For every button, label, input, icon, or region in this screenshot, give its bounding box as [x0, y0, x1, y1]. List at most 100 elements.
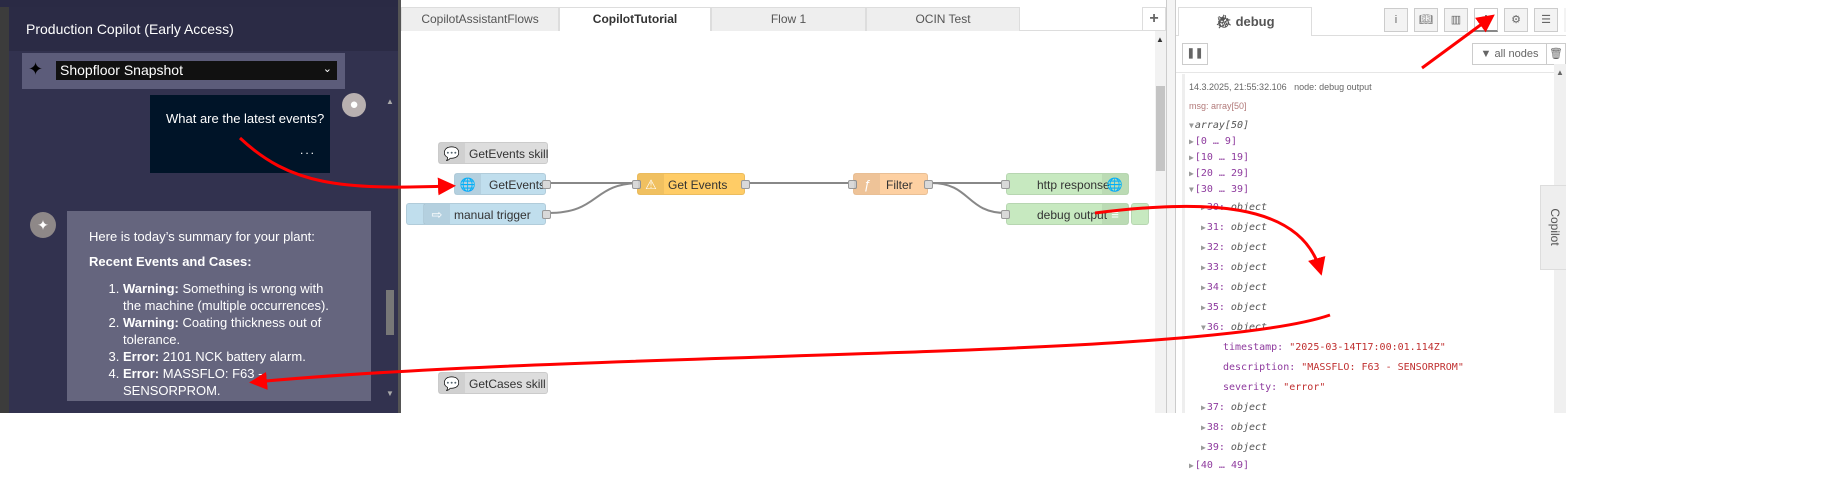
tree-object[interactable]: ▶31: object — [1201, 222, 1268, 233]
tree-key: description: — [1223, 362, 1296, 373]
settings-button[interactable]: ⚙ — [1504, 8, 1528, 32]
node-getevents-http-in[interactable]: 🌐GetEvents — [454, 173, 551, 195]
output-port[interactable] — [542, 210, 551, 219]
event-list: Warning: Something is wrong with the mac… — [89, 280, 339, 399]
tree-object[interactable]: ▶32: object — [1201, 242, 1268, 253]
list-icon: ≡ — [1102, 204, 1128, 224]
node-debug-output[interactable]: debug output≡ — [1001, 203, 1129, 225]
event-item: Warning: Something is wrong with the mac… — [123, 280, 339, 314]
debug-button[interactable]: ✱ — [1474, 8, 1498, 32]
node-http-response[interactable]: http response🌐 — [1001, 173, 1129, 195]
sidebar-resize-handle[interactable] — [1166, 0, 1176, 413]
skill-select[interactable]: Shopfloor Snapshot⌄ — [56, 61, 337, 80]
skill-select-value: Shopfloor Snapshot — [60, 62, 183, 78]
node-getevents-skill-comment[interactable]: 💬GetEvents skill — [438, 142, 548, 164]
wire — [930, 182, 1007, 214]
info-button[interactable]: i — [1384, 8, 1408, 32]
tree-group[interactable]: ▶[20 … 29] — [1189, 168, 1250, 179]
comment-icon: 💬 — [439, 373, 465, 393]
output-port[interactable] — [924, 180, 933, 189]
tree-object[interactable]: ▶34: object — [1201, 282, 1268, 293]
sparkle-icon: ✦ — [28, 59, 44, 79]
tree-value: "2025-03-14T17:00:01.114Z" — [1289, 342, 1446, 353]
tab-flow-1[interactable]: Flow 1 — [711, 7, 866, 31]
tree-value: object — [1230, 202, 1268, 213]
copilot-title: Production Copilot (Early Access) — [9, 7, 398, 51]
flow-canvas[interactable]: 💬GetEvents skill 🌐GetEvents ⇨ manual trig… — [401, 31, 1155, 413]
tree-object[interactable]: ▼36: object — [1201, 322, 1268, 333]
tree-object[interactable]: ▶37: object — [1201, 402, 1268, 413]
input-port[interactable] — [1001, 180, 1010, 189]
tree-value: object — [1230, 442, 1268, 453]
help-book-button[interactable]: 📖︎ — [1414, 8, 1438, 32]
scroll-up-icon[interactable]: ▲ — [1156, 35, 1164, 44]
tree-key: 32: — [1206, 242, 1225, 253]
globe-icon: 🌐 — [1102, 174, 1128, 194]
scroll-up-icon[interactable]: ▲ — [1556, 68, 1564, 77]
skill-selector: ✦ Shopfloor Snapshot⌄ — [22, 53, 345, 89]
input-port[interactable] — [1001, 210, 1010, 219]
context-data-button[interactable]: ☰ — [1534, 8, 1558, 32]
node-manual-trigger[interactable]: ⇨ manual trigger — [423, 203, 551, 225]
node-label: debug output — [1037, 208, 1108, 222]
message-node[interactable]: node: debug output — [1294, 82, 1372, 92]
more-button[interactable]: ... — [299, 143, 316, 157]
tab-debug[interactable]: 🐞︎ debug — [1178, 7, 1312, 36]
tree-label: [10 … 19] — [1194, 152, 1250, 163]
node-getcases-skill-comment[interactable]: 💬GetCases skill — [438, 372, 548, 394]
tree-group[interactable]: ▶[10 … 19] — [1189, 152, 1250, 163]
add-tab-button[interactable]: + — [1142, 7, 1166, 31]
filter-button[interactable]: ▼ all nodes — [1472, 43, 1547, 65]
output-port[interactable] — [542, 180, 551, 189]
tree-key: severity: — [1223, 382, 1278, 393]
tab-ocin-test[interactable]: OCIN Test — [866, 7, 1020, 31]
arrow-right-icon: ⇨ — [424, 204, 450, 224]
warning-icon: ⚠ — [638, 174, 664, 194]
tree-object[interactable]: ▶33: object — [1201, 262, 1268, 273]
scroll-thumb[interactable] — [386, 290, 394, 335]
tree-key: 34: — [1206, 282, 1225, 293]
event-text: Something is wrong with the machine (mul… — [123, 281, 329, 313]
node-label: manual trigger — [454, 208, 531, 222]
copilot-reply: Here is today’s summary for your plant: … — [67, 211, 371, 401]
chat-scrollbar[interactable]: ▲▼ — [384, 95, 396, 400]
tree-group[interactable]: ▼[30 … 39] — [1189, 184, 1250, 195]
event-text: 2101 NCK battery alarm. — [159, 349, 306, 364]
tree-object[interactable]: ▶39: object — [1201, 442, 1268, 453]
tree-value: "MASSFLO: F63 - SENSORPROM" — [1301, 362, 1464, 373]
copilot-avatar: ✦ — [30, 212, 56, 238]
tree-group[interactable]: ▶[40 … 49] — [1189, 460, 1250, 471]
tree-key: 38: — [1206, 422, 1225, 433]
debug-toggle[interactable] — [1131, 203, 1149, 225]
copilot-side-tab[interactable]: Copilot — [1540, 185, 1566, 270]
input-port[interactable] — [848, 180, 857, 189]
event-type: Error: — [123, 349, 160, 364]
panel-separator[interactable] — [398, 0, 401, 413]
tree-key: timestamp: — [1223, 342, 1284, 353]
tab-copilottutorial[interactable]: CopilotTutorial — [559, 7, 711, 32]
canvas-scrollbar[interactable]: ▲ — [1155, 31, 1166, 413]
scroll-thumb[interactable] — [1156, 86, 1165, 171]
tab-copilotassistantflows[interactable]: CopilotAssistantFlows — [401, 7, 559, 31]
wires — [547, 181, 1007, 214]
tab-underline — [1176, 35, 1566, 36]
message-time: 14.3.2025, 21:55:32.106 — [1189, 82, 1287, 92]
tree-object[interactable]: ▶35: object — [1201, 302, 1268, 313]
tree-root[interactable]: ▼array[50] — [1189, 120, 1250, 131]
output-port[interactable] — [741, 180, 750, 189]
scroll-up-icon[interactable]: ▲ — [386, 97, 394, 106]
tree-group[interactable]: ▶[0 … 9] — [1189, 136, 1237, 147]
wire — [547, 182, 642, 214]
dashboard-button[interactable]: ▥ — [1444, 8, 1468, 32]
event-type: Error: — [123, 366, 160, 381]
sidebar-menu[interactable] — [1564, 8, 1566, 32]
pause-button[interactable]: ❚❚ — [1182, 43, 1208, 65]
clear-button[interactable]: 🗑︎ — [1546, 43, 1566, 65]
tree-object[interactable]: ▶38: object — [1201, 422, 1268, 433]
node-get-events[interactable]: ⚠Get Events — [632, 173, 750, 195]
tree-value: object — [1230, 322, 1268, 333]
input-port[interactable] — [632, 180, 641, 189]
tree-object[interactable]: ▶30: object — [1201, 202, 1268, 213]
scroll-down-icon[interactable]: ▼ — [386, 389, 394, 398]
